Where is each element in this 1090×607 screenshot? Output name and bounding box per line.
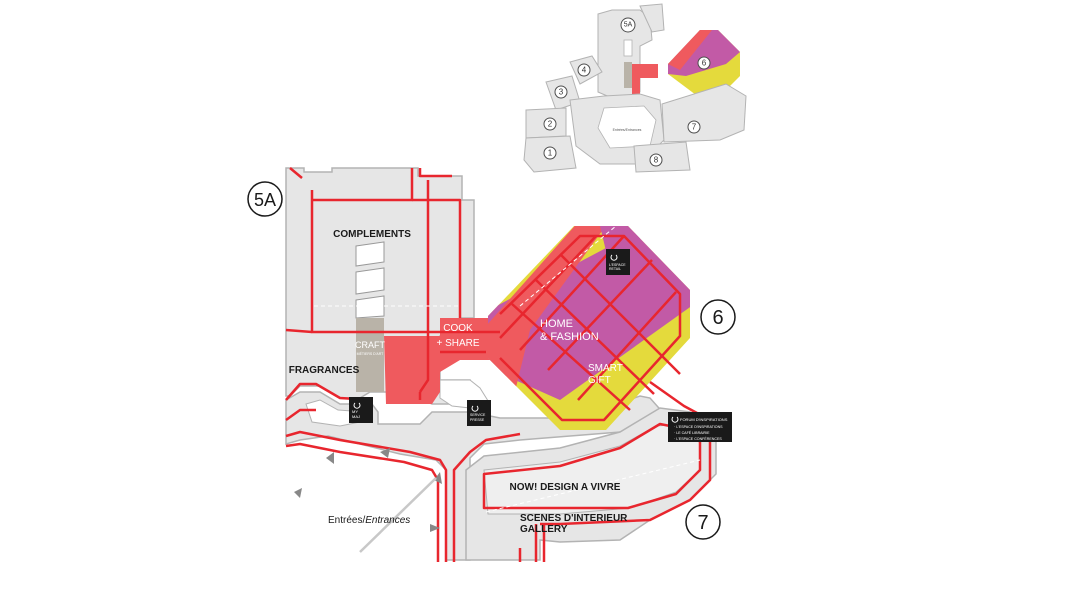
zone-label-gallery: GALLERY [520, 524, 568, 535]
zone-label-home: HOME [540, 318, 573, 330]
mini-badge-3 [554, 85, 568, 99]
mini-badge-2 [543, 117, 557, 131]
badge-service-presse[interactable]: SERVICE PRESSE [467, 400, 491, 426]
zone-label-cook: COOK [443, 323, 473, 334]
overview-map: 1 2 3 4 5A 6 7 8 Entrées/Entrances [523, 3, 747, 173]
entrance-path-line [359, 477, 437, 553]
mini-hall-7[interactable] [661, 83, 747, 143]
mini-badge-4 [577, 63, 591, 77]
mini-center-label: Entrées/Entrances [613, 128, 642, 132]
mini-badge-1 [543, 146, 557, 160]
svg-text:· LE CAFÉ LIBRAIRIE: · LE CAFÉ LIBRAIRIE [674, 430, 710, 435]
svg-text:SERVICE: SERVICE [470, 413, 486, 417]
svg-text:MY: MY [352, 409, 358, 414]
svg-text:MAJ: MAJ [352, 414, 360, 419]
info-mark-icon [471, 405, 479, 412]
zone-label-fragrances: FRAGRANCES [289, 365, 360, 376]
svg-text:· L'ESPACE D'INSPIRATIONS: · L'ESPACE D'INSPIRATIONS [674, 425, 723, 429]
zone-label-scenes: SCENES D'INTERIEUR [520, 513, 628, 524]
mini-hall-label: 3 [559, 88, 564, 97]
zone-label-complements: COMPLEMENTS [333, 229, 411, 240]
info-mark-icon [610, 254, 618, 261]
zone-label-craft: CRAFT [355, 340, 385, 350]
mini-badge-8 [649, 153, 663, 167]
zone-label-craft-sub: MÉTIERS D'ART [357, 351, 385, 356]
badge-espace-retail[interactable]: L'ESPACE RETAIL [606, 249, 630, 275]
mini-hall-label: 4 [582, 66, 587, 75]
badge-forum-inspirations[interactable]: FORUM D'INSPIRATIONS · L'ESPACE D'INSPIR… [668, 412, 732, 442]
aisle-network [285, 167, 712, 562]
info-mark-icon [671, 416, 679, 423]
entrances-label: Entrées/Entrances [328, 515, 410, 526]
mini-badge-5a [620, 17, 636, 33]
info-mark-icon [353, 402, 361, 409]
hall-badge-5a[interactable] [247, 181, 283, 217]
mini-hall-6[interactable] [668, 30, 740, 98]
mini-hall-label: 2 [548, 120, 553, 129]
entrance-arrow-icon [380, 448, 390, 458]
zone-label-fashion: & FASHION [540, 331, 599, 343]
svg-text:PRESSE: PRESSE [470, 418, 485, 422]
entrance-arrow-icon [430, 524, 440, 532]
mini-hall-label: 6 [702, 59, 707, 68]
svg-text:FORUM D'INSPIRATIONS: FORUM D'INSPIRATIONS [680, 417, 728, 422]
main-map: 5A 6 7 COMPLEMENTS FRAGRANCES NOW! DESIG… [247, 167, 736, 562]
hall-label-6: 6 [712, 307, 723, 329]
hall-badge-6[interactable] [700, 299, 736, 335]
hall-label-5a: 5A [254, 190, 276, 210]
badge-my-maj[interactable]: MY MAJ [349, 397, 373, 423]
craft-zone[interactable] [356, 318, 384, 392]
svg-text:RETAIL: RETAIL [609, 267, 621, 271]
entrance-arrow-icon [326, 452, 334, 464]
cook-share-zone[interactable] [384, 318, 500, 404]
mini-badge-7 [687, 120, 701, 134]
entrance-arrow-icon [294, 488, 302, 498]
entrance-concourse [285, 391, 668, 561]
hall-badge-7[interactable] [685, 504, 721, 540]
svg-text:· L'ESPACE CONFÉRENCES: · L'ESPACE CONFÉRENCES [674, 436, 722, 441]
svg-text:L'ESPACE: L'ESPACE [609, 263, 626, 267]
mini-hall-label: 1 [548, 149, 553, 158]
mini-badge-6 [697, 56, 711, 70]
zone-label-share: + SHARE [436, 338, 479, 349]
zone-label-now-design: NOW! DESIGN A VIVRE [510, 482, 621, 493]
mini-hall-label: 5A [624, 22, 633, 29]
mini-hall-8[interactable] [633, 141, 691, 173]
hall-label-7: 7 [697, 512, 708, 534]
mini-hall-label: 7 [692, 123, 697, 132]
zone-label-gift: GIFT [588, 375, 611, 386]
zone-label-smart: SMART [588, 363, 623, 374]
entrance-arrow-icon [434, 472, 442, 484]
home-fashion-zone[interactable] [470, 230, 700, 400]
mini-hall-label: 8 [654, 156, 659, 165]
